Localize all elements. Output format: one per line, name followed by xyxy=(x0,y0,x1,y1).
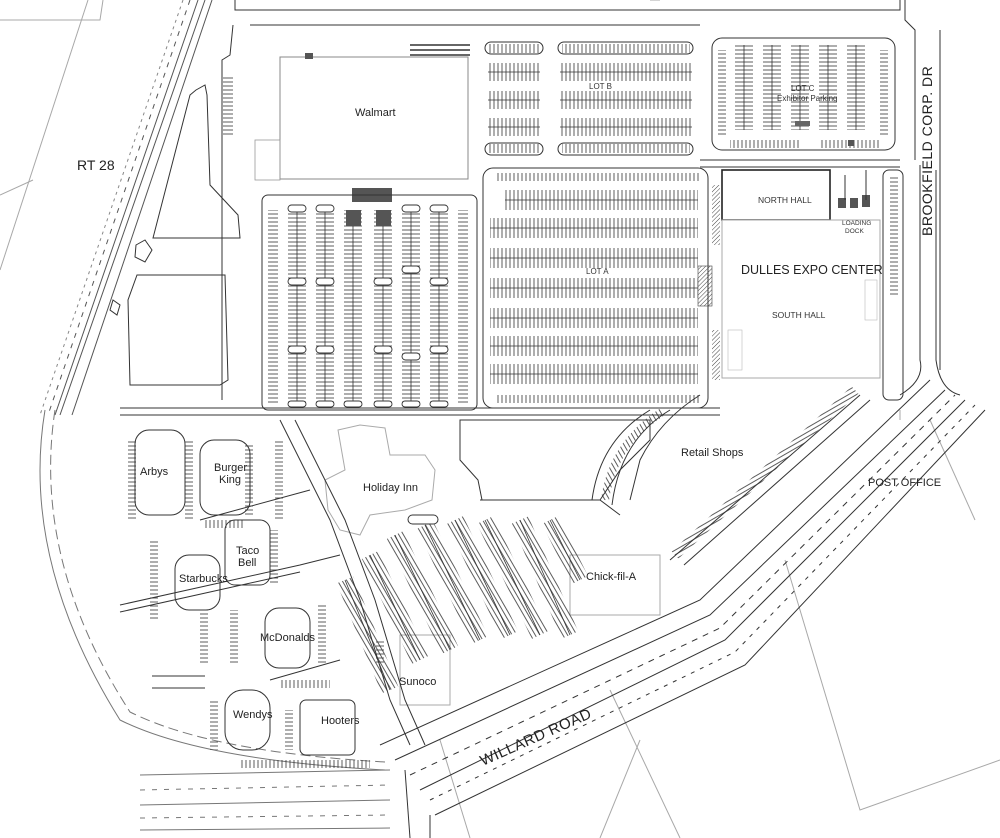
walmart-building xyxy=(254,44,470,202)
label-north-hall: NORTH HALL xyxy=(758,195,812,205)
perimeter-roads xyxy=(120,0,961,416)
label-starbucks: Starbucks xyxy=(179,573,228,585)
label-hooters: Hooters xyxy=(321,715,360,727)
southwest-roadway xyxy=(39,409,391,831)
ponds xyxy=(109,84,241,386)
rt28-highway xyxy=(39,0,213,416)
label-south-hall: SOUTH HALL xyxy=(772,310,826,320)
expo-center-building xyxy=(712,169,904,401)
label-loading-dock-2: DOCK xyxy=(845,228,864,235)
label-lot-a: LOT A xyxy=(586,267,609,276)
walmart-west-stalls xyxy=(223,75,233,135)
label-sunoco: Sunoco xyxy=(399,676,437,688)
road-label-brookfield: BROOKFIELD CORP. DR xyxy=(919,65,935,236)
label-holiday-inn: Holiday Inn xyxy=(363,482,419,494)
label-taco-bell-line2: Bell xyxy=(238,557,257,569)
label-wendys: Wendys xyxy=(233,709,273,721)
pad-parking-stalls xyxy=(128,440,384,768)
internal-drives xyxy=(119,419,621,746)
label-mcdonalds: McDonalds xyxy=(260,632,316,644)
lot-a xyxy=(482,167,713,409)
label-post-office: POST OFFICE xyxy=(868,477,942,489)
lot-c xyxy=(711,37,896,151)
label-chick-fil-a: Chick-fil-A xyxy=(586,571,637,583)
diagonal-parking-strip xyxy=(669,386,871,566)
label-walmart: Walmart xyxy=(355,107,396,119)
label-taco-bell-line1: Taco xyxy=(236,545,260,557)
road-label-rt28: RT 28 xyxy=(77,157,115,173)
walmart-parking-field xyxy=(261,194,478,411)
label-lot-c-exhibitor: Exhibitor Parking xyxy=(777,94,838,103)
label-lot-b: LOT B xyxy=(589,82,612,91)
willard-road xyxy=(379,379,986,838)
central-parking-field xyxy=(336,514,589,694)
label-lot-c: LOT C xyxy=(791,84,815,93)
label-burger-king-line1: Burger xyxy=(214,462,248,474)
retail-shops-area xyxy=(591,394,701,506)
label-retail-shops: Retail Shops xyxy=(681,447,744,459)
holiday-inn-building xyxy=(324,419,651,536)
label-dulles-expo-center: DULLES EXPO CENTER xyxy=(741,263,883,277)
label-burger-king-line2: King xyxy=(219,474,242,486)
label-arbys: Arbys xyxy=(140,466,169,478)
lot-b xyxy=(484,41,694,156)
label-loading-dock-1: LOADING xyxy=(842,220,872,227)
